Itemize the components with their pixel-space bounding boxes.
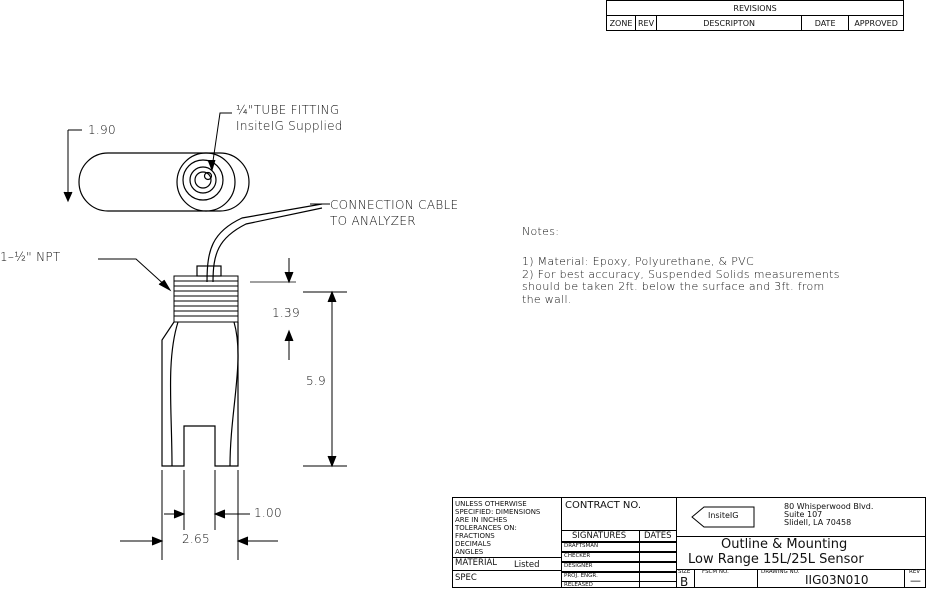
role-designer: DESIGNER: [564, 563, 593, 569]
tol-line: ARE IN INCHES: [455, 516, 508, 524]
note-line-1: 1) Material: Epoxy, Polyurethane, & PVC: [522, 255, 754, 268]
cable: [206, 203, 323, 283]
note-line-2: 2) For best accuracy, Suspended Solids m…: [522, 267, 840, 281]
cable-label-2: TO ANALYZER: [330, 214, 416, 228]
dim-widths: [120, 470, 278, 560]
tube-fitting-label: ¼"TUBE FITTING: [236, 103, 340, 117]
size-value: B: [680, 575, 689, 589]
dates-label: DATES: [644, 531, 672, 541]
title-line-2: Low Range 15L/25L Sensor: [688, 552, 864, 567]
logo-text: InsiteIG: [708, 511, 739, 520]
tol-line: DECIMALS: [455, 540, 491, 548]
rev-col-rev: REV: [634, 15, 658, 31]
dim-5-9: [303, 290, 347, 468]
address-line: Suite 107: [784, 510, 823, 519]
rev-value: —: [910, 574, 921, 587]
rev-col-description: DESCRIPTON: [656, 15, 803, 31]
role-proj-engr: PROJ. ENGR.: [564, 573, 598, 579]
rev-col-approved: APPROVED: [848, 15, 905, 31]
tol-line: ANGLES: [455, 548, 484, 556]
tol-line: FRACTIONS: [455, 532, 495, 540]
company-address: 80 Whisperwood Blvd. Suite 107 Slidell, …: [784, 503, 873, 527]
title-line-1: Outline & Mounting: [721, 537, 848, 552]
notes-heading: Notes:: [522, 225, 560, 238]
note-line-4: the wall.: [522, 292, 572, 306]
drawing-no-value: IIG03N010: [805, 573, 869, 587]
dim-top-dia: 1.90: [88, 123, 116, 137]
role-draftsman: DRAFTSMAN: [564, 543, 599, 549]
title-block: UNLESS OTHERWISE SPECIFIED: DIMENSIONS A…: [452, 497, 926, 589]
tolerance-lines: UNLESS OTHERWISE SPECIFIED: DIMENSIONS A…: [455, 500, 540, 556]
drawing-no-label: DRAWING NO.: [761, 569, 800, 575]
cable-label-1: CONNECTION CABLE: [330, 198, 459, 212]
spec-label: SPEC: [455, 573, 477, 583]
fscm-label: FSCM NO.: [702, 569, 729, 575]
dim-1-90: [63, 129, 82, 203]
divider: [757, 569, 758, 588]
rev-label: REV: [909, 569, 921, 575]
divider: [694, 569, 695, 588]
divider: [904, 569, 905, 588]
dim-height: 5.9: [306, 374, 326, 388]
material-value: Listed: [514, 560, 540, 570]
signatures-label: SIGNATURES: [572, 531, 627, 541]
notes-block: 1) Material: Epoxy, Polyurethane, & PVC …: [522, 255, 840, 306]
npt-leader: [98, 258, 172, 292]
note-line-3: should be taken 2ft. below the surface a…: [522, 280, 825, 293]
supplied-label: InsiteIG Supplied: [236, 119, 343, 133]
address-line: Slidell, LA 70458: [784, 518, 852, 527]
dates-divider: [639, 530, 640, 588]
tol-line: UNLESS OTHERWISE: [455, 500, 527, 508]
tol-line: SPECIFIED: DIMENSIONS: [455, 508, 541, 516]
logo-icon: [691, 506, 755, 528]
thread-section: [173, 275, 239, 323]
revisions-table: REVISIONS ZONE REV DESCRIPTON DATE APPRO…: [605, 0, 905, 31]
npt-label: 1–½" NPT: [0, 250, 61, 264]
top-view: [78, 152, 250, 212]
address-line: 80 Whisperwood Blvd.: [784, 502, 874, 511]
rev-col-zone: ZONE: [606, 15, 636, 31]
dim-1-39: [250, 258, 296, 360]
role-checker: CHECKER: [564, 553, 591, 559]
role-released: RELEASED: [564, 582, 593, 588]
dim-thread-len: 1.39: [272, 306, 300, 320]
contract-no: CONTRACT NO.: [565, 500, 642, 511]
tube-fitting-leader: [207, 112, 232, 172]
connector-stub: [196, 265, 222, 277]
dim-body-width: 2.65: [182, 532, 210, 546]
sensor-body: [161, 321, 239, 467]
material-label: MATERIAL: [455, 558, 498, 568]
size-label: SIZE: [678, 569, 691, 575]
tol-line: TOLERANCES ON:: [455, 524, 517, 532]
dim-slot-width: 1.00: [254, 506, 282, 520]
